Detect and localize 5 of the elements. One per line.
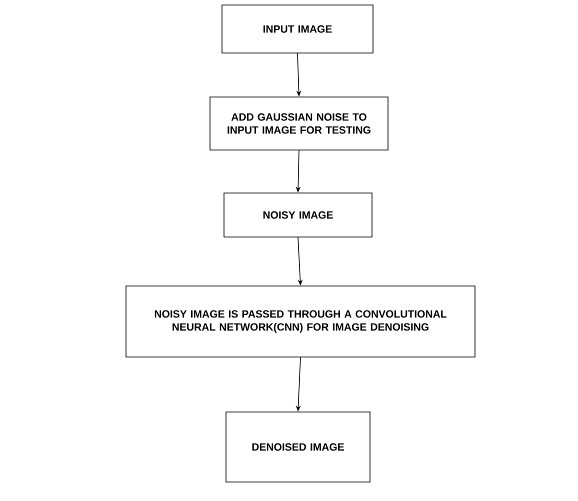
process-box: ADD GAUSSIAN NOISE TO INPUT IMAGE FOR TESTING	[210, 96, 388, 150]
process-box: NOISY IMAGE IS PASSED THROUGH A CONVOLUTIONAL NEURAL NETWORK(CNN) FOR IMAGE DENOISING	[126, 286, 476, 358]
process-box: INPUT IMAGE	[222, 4, 374, 54]
process-box: NOISY IMAGE	[224, 192, 372, 238]
process-box: DENOISED IMAGE	[226, 412, 370, 482]
